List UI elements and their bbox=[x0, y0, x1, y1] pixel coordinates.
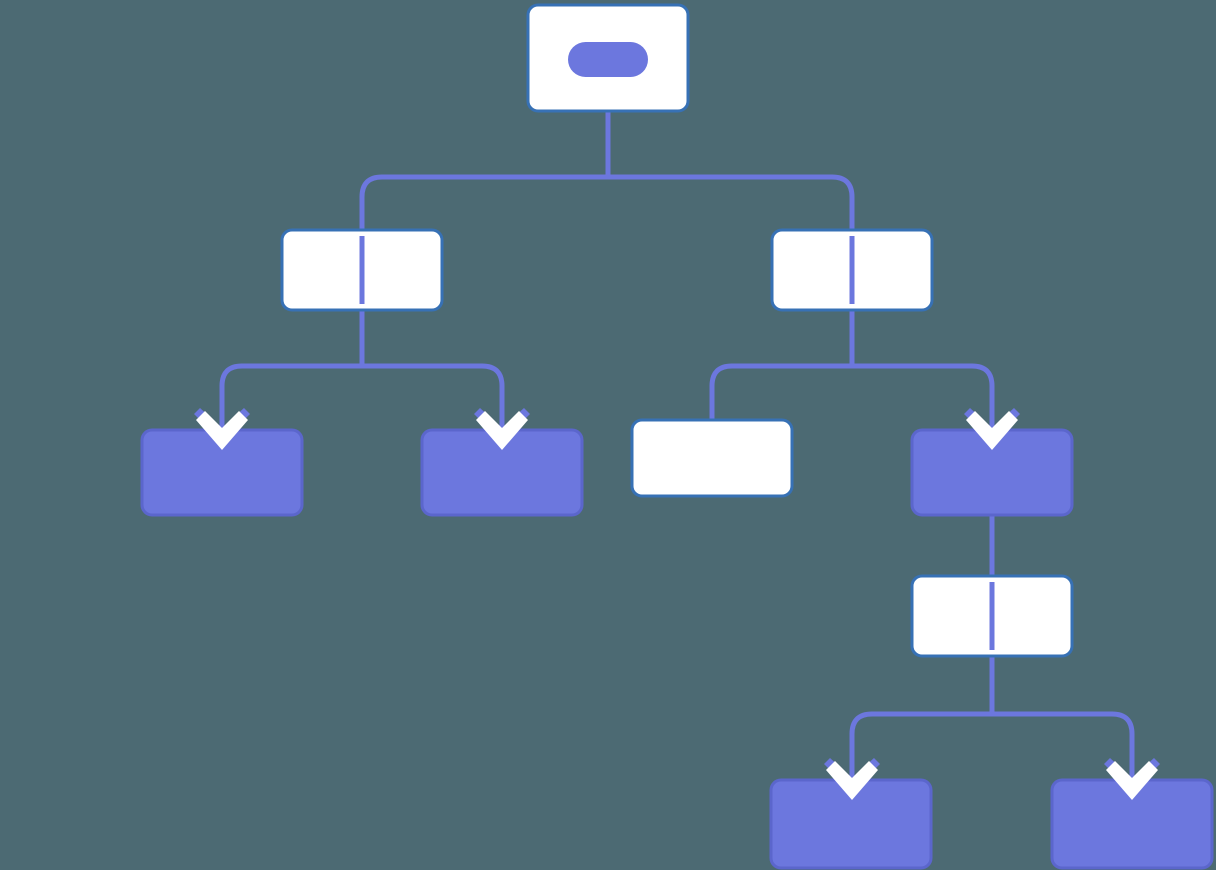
node-n0[interactable] bbox=[526, 3, 690, 113]
edge-n7-to-n8 bbox=[849, 711, 992, 822]
edge-root-to-n2 bbox=[608, 174, 855, 230]
edge-n2-to-n6 bbox=[852, 363, 995, 472]
node-n1[interactable] bbox=[280, 228, 444, 312]
node-n5-body[interactable] bbox=[630, 418, 794, 498]
node-n7[interactable] bbox=[910, 574, 1074, 658]
edge-n1-to-n3 bbox=[219, 363, 362, 472]
edge-root-to-n1 bbox=[359, 174, 608, 230]
connector-layer bbox=[219, 60, 1135, 822]
node-n2[interactable] bbox=[770, 228, 934, 312]
node-n5[interactable] bbox=[630, 418, 794, 498]
node-n0-pill bbox=[568, 42, 648, 77]
edge-n2-to-n5 bbox=[709, 363, 852, 420]
edge-n1-to-n4 bbox=[362, 363, 505, 472]
edge-n7-to-n9 bbox=[992, 711, 1135, 822]
